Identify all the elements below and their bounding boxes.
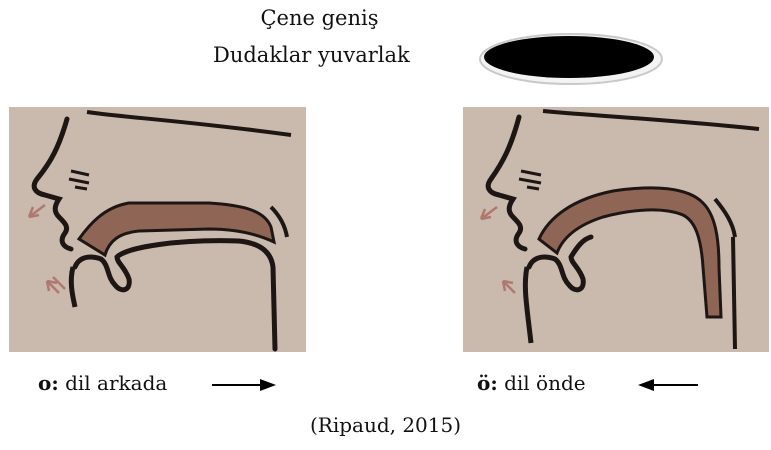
o-vowel-diagram <box>9 107 306 352</box>
o-caption-letter: o: <box>38 371 59 395</box>
oe-caption-letter: ö: <box>477 371 498 395</box>
rounded-lips-shape <box>476 30 666 86</box>
oe-caption: ö: dil önde <box>477 371 586 395</box>
reference-citation: (Ripaud, 2015) <box>0 413 771 437</box>
oe-caption-text: dil önde <box>498 371 586 395</box>
lips-rounded-label: Dudaklar yuvarlak <box>213 43 410 67</box>
o-caption-text: dil arkada <box>59 371 168 395</box>
o-caption: o: dil arkada <box>38 371 167 395</box>
jaw-wide-label: Çene geniş <box>0 6 639 30</box>
arrow-left-icon <box>638 377 698 393</box>
oe-vowel-diagram <box>463 107 769 352</box>
arrow-right-icon <box>212 377 276 393</box>
